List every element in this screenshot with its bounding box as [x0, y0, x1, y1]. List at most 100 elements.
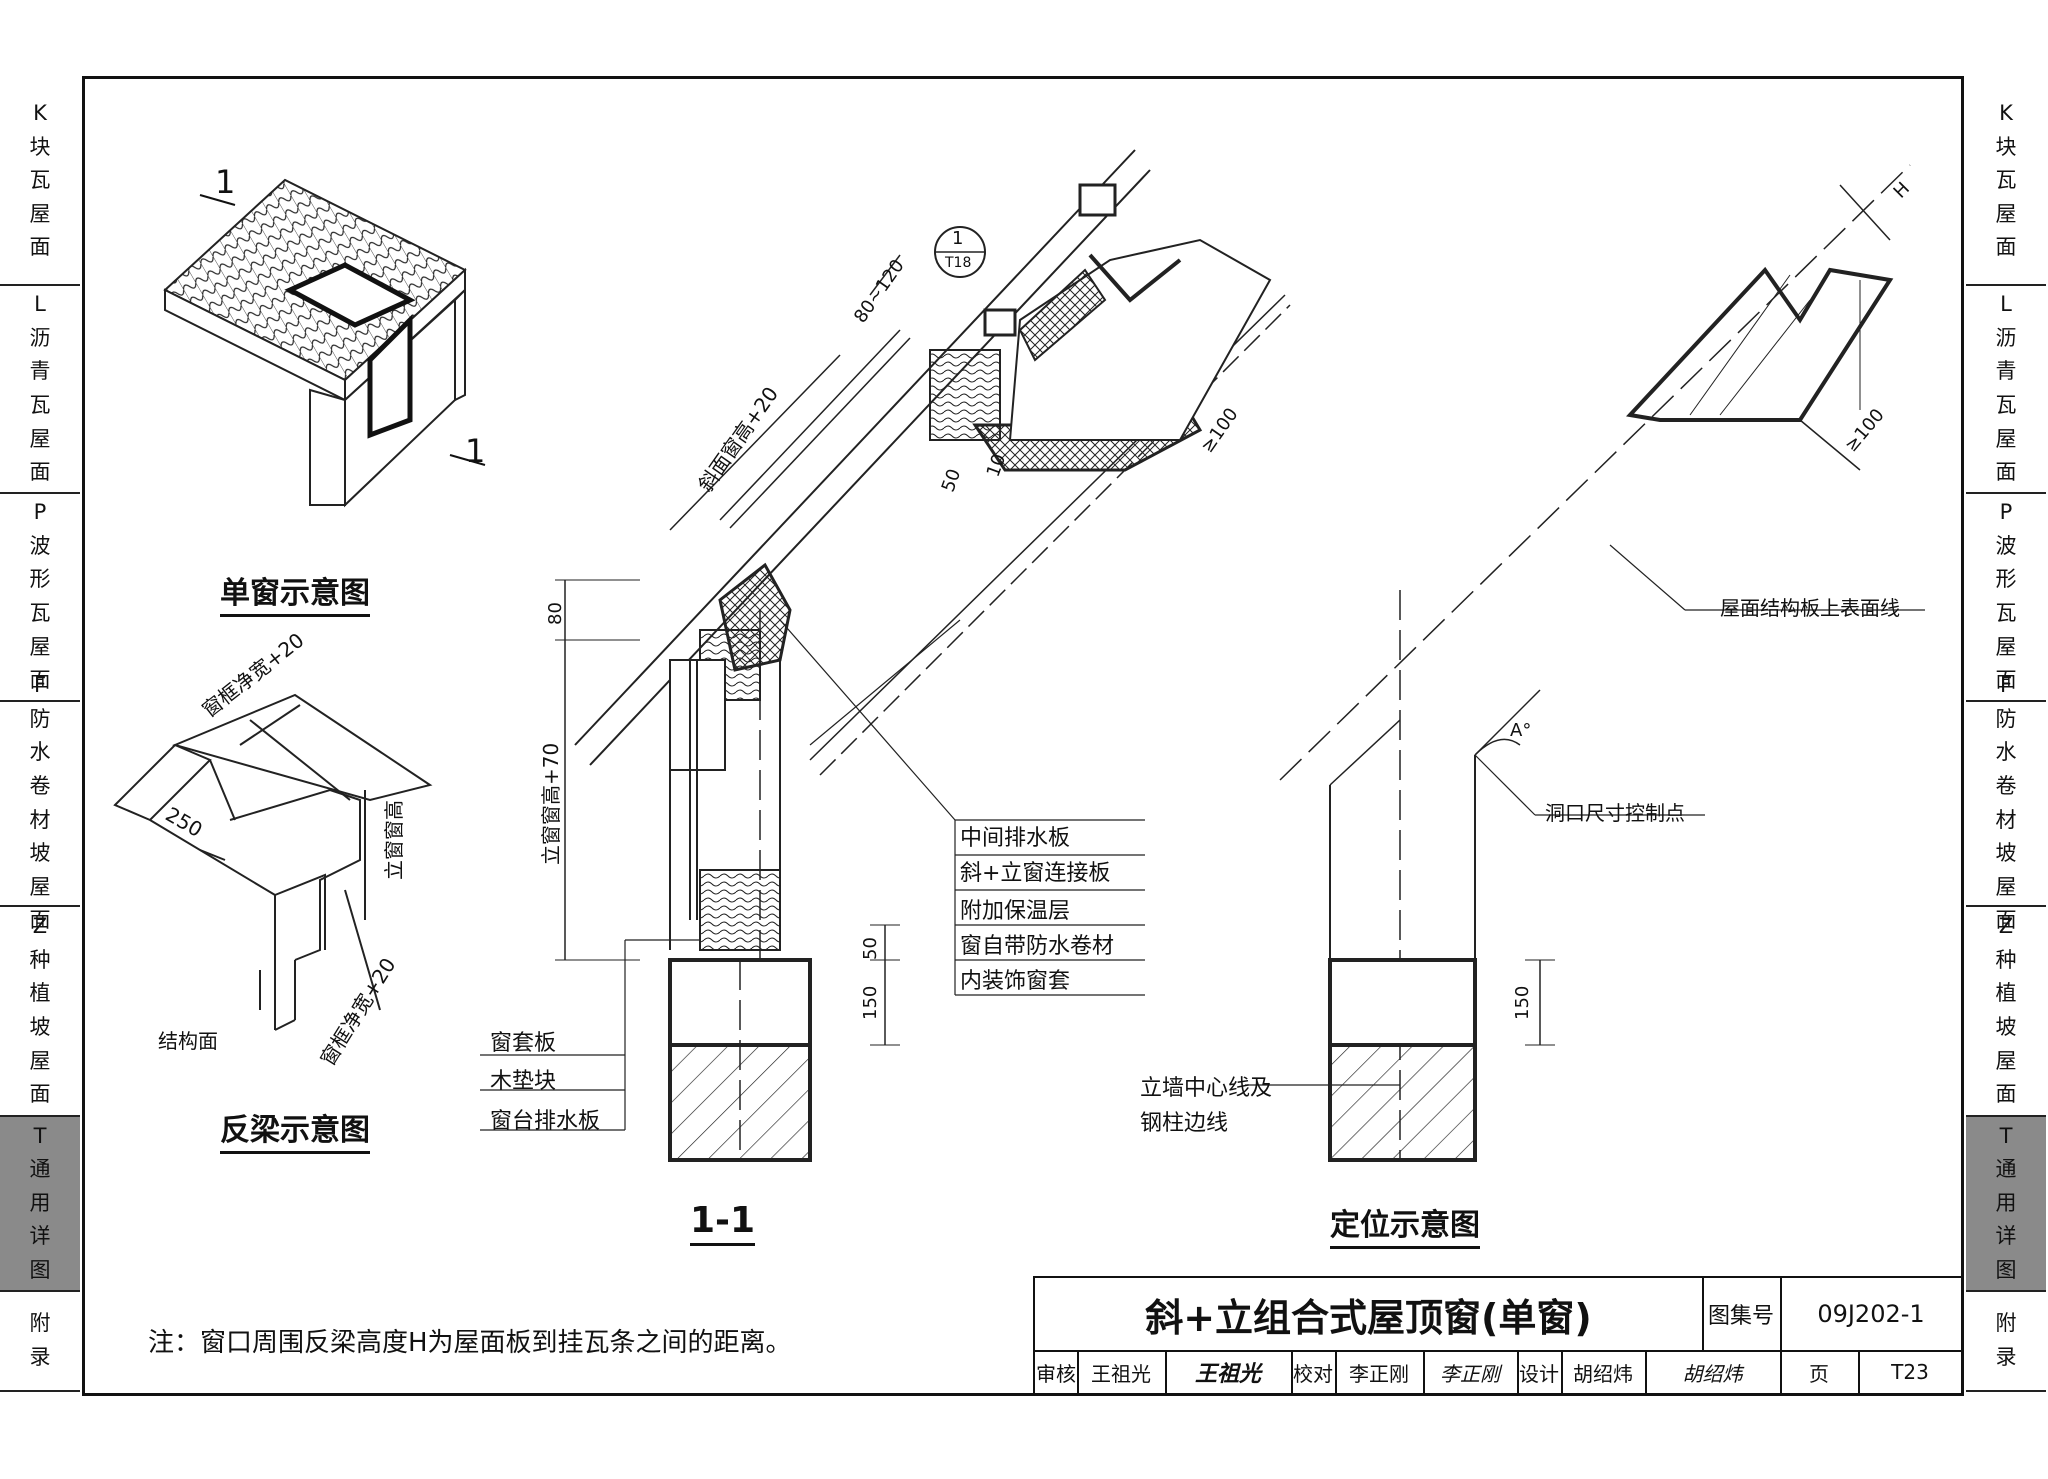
- designer-signature: 胡绍炜: [1645, 1350, 1782, 1396]
- index-tab-code: K: [1999, 101, 2013, 126]
- label-wall-center-2: 钢柱边线: [1140, 1111, 1229, 1136]
- drawing-frame: [82, 76, 1964, 1396]
- index-tab-code: K: [33, 101, 47, 126]
- design-label: 设计: [1517, 1350, 1563, 1396]
- index-tab-char: 用: [1995, 1190, 2017, 1215]
- index-tab-char: 波: [1995, 533, 2017, 558]
- index-tab-code: L: [34, 292, 46, 317]
- index-tab-char: 屋: [29, 426, 51, 451]
- index-tab-char: 屋: [29, 201, 51, 226]
- check-label: 校对: [1291, 1350, 1337, 1396]
- index-tab-char: 面: [29, 1082, 51, 1107]
- title-text: 斜+立组合式屋顶窗(单窗): [1033, 1276, 1704, 1352]
- index-tab-char: 面: [1995, 460, 2017, 485]
- index-tab-code: T: [1999, 1123, 2013, 1148]
- index-tab-char: 青: [1995, 359, 2017, 384]
- index-tab-char: 附: [1995, 1311, 2017, 1336]
- index-tab-appendix[interactable]: 附录: [1966, 1292, 2046, 1392]
- caption-section: 1-1: [690, 1200, 756, 1246]
- index-tab-char: 植: [1995, 981, 2017, 1006]
- left-callout-0: 窗套板: [490, 1031, 557, 1056]
- index-tab-char: 详: [29, 1224, 51, 1249]
- label-dim-50b: 50: [860, 937, 881, 960]
- label-dim-80: 80: [545, 602, 566, 625]
- label-pos-dim-150: 150: [1512, 985, 1533, 1020]
- index-tab-char: 材: [1995, 807, 2017, 832]
- index-tab-code: Z: [32, 914, 48, 939]
- index-tab-appendix[interactable]: 附录: [0, 1292, 80, 1392]
- page-label: 页: [1780, 1350, 1860, 1396]
- index-tab-char: 图: [29, 1257, 51, 1282]
- index-tab-char: 种: [29, 947, 51, 972]
- index-tab-char: 种: [1995, 947, 2017, 972]
- callout-3: 窗自带防水卷材: [960, 934, 1115, 959]
- callout-2: 附加保温层: [960, 899, 1071, 924]
- label-roof-line: 屋面结构板上表面线: [1720, 596, 1900, 620]
- index-tab-code: P: [33, 500, 47, 525]
- index-tab-char: 屋: [29, 634, 51, 659]
- index-tab-char: 面: [29, 668, 51, 693]
- label-control-point: 洞口尺寸控制点: [1545, 801, 1685, 825]
- detail-ref-bottom: T18: [945, 255, 972, 271]
- index-tab-char: 面: [1995, 235, 2017, 260]
- index-tab-char: 面: [29, 235, 51, 260]
- designer-name: 胡绍炜: [1561, 1350, 1647, 1396]
- index-tab-char: 屋: [1995, 426, 2017, 451]
- label-vertical-height: 立窗窗高: [382, 800, 406, 880]
- index-tab-char: 面: [1995, 908, 2017, 933]
- index-tab-code: Z: [1998, 914, 2014, 939]
- section-1-1: [480, 149, 1291, 1162]
- index-tab-char: 附: [29, 1311, 51, 1336]
- index-tab-char: 屋: [1995, 634, 2017, 659]
- index-tab-char: 卷: [29, 773, 51, 798]
- label-dim-150: 150: [860, 985, 881, 1020]
- index-tab-char: 波: [29, 533, 51, 558]
- index-tab-char: 水: [1995, 740, 2017, 765]
- index-tab-char: 面: [1995, 1082, 2017, 1107]
- caption-reverse-beam: 反梁示意图: [220, 1105, 370, 1154]
- label-wall-center-1: 立墙中心线及: [1140, 1076, 1273, 1101]
- index-tab-char: 瓦: [1995, 168, 2017, 193]
- index-tab-char: 坡: [29, 1015, 51, 1039]
- detail-ref-top: 1: [952, 228, 964, 249]
- index-tab-char: 录: [29, 1345, 51, 1369]
- index-tab-char: 瓦: [29, 168, 51, 193]
- page-number: T23: [1858, 1350, 1964, 1396]
- checker-signature: 李正刚: [1423, 1350, 1519, 1396]
- reverse-beam-sketch: [113, 693, 433, 1031]
- index-tab-char: 通: [29, 1157, 51, 1182]
- atlas-label: 图集号: [1702, 1276, 1782, 1352]
- index-tab-char: 详: [1995, 1224, 2017, 1249]
- index-tab-char: 防: [29, 706, 51, 731]
- index-tab-char: 形: [29, 567, 51, 592]
- index-tab-char: 防: [1995, 706, 2017, 731]
- index-tab-char: 青: [29, 359, 51, 384]
- index-tab-char: 瓦: [29, 393, 51, 417]
- index-tab-code: F: [33, 673, 47, 698]
- label-angle: A°: [1510, 720, 1532, 741]
- index-tab-char: 水: [29, 740, 51, 765]
- index-tab-char: 录: [1995, 1345, 2017, 1369]
- index-tab-char: 块: [29, 134, 51, 159]
- index-tab-char: 面: [1995, 668, 2017, 693]
- atlas-number: 09J202-1: [1780, 1276, 1964, 1352]
- checker-name: 李正刚: [1335, 1350, 1425, 1396]
- index-tab-char: 坡: [29, 841, 51, 866]
- index-tab-char: 屋: [1995, 874, 2017, 899]
- callout-0: 中间排水板: [960, 826, 1071, 851]
- caption-single-window: 单窗示意图: [220, 568, 370, 617]
